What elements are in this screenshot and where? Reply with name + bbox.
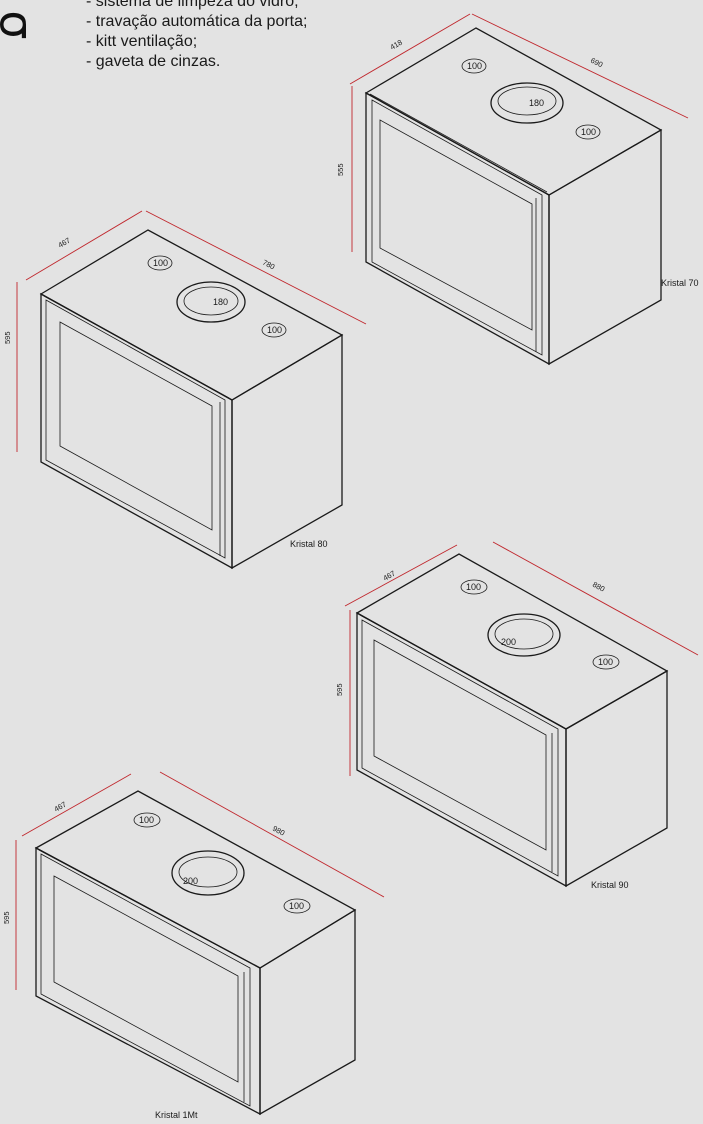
- stove-front-face: [356, 611, 567, 888]
- vent-size-label: 100: [267, 325, 282, 335]
- vent-size-label: 100: [466, 582, 481, 592]
- vent-size-label: 100: [467, 61, 482, 71]
- feature-item: - gaveta de cinzas.: [86, 53, 221, 70]
- feature-item: - travação automática da porta;: [86, 13, 308, 30]
- stove-door: [45, 299, 226, 559]
- vent-size-label: 100: [139, 815, 154, 825]
- stove-door: [361, 619, 559, 877]
- stove-side-face: [259, 908, 356, 1116]
- stove-glass: [59, 321, 213, 531]
- depth-dimension-line: [25, 210, 143, 281]
- stove-glass: [379, 119, 533, 331]
- vent-size-label: 100: [289, 901, 304, 911]
- model-label: Kristal 1Mt: [155, 1110, 198, 1120]
- main-flue-outlet: [171, 850, 245, 896]
- vent-outlet: [283, 898, 311, 914]
- flue-size-label: 180: [529, 98, 544, 108]
- feature-item: - kitt ventilação;: [86, 33, 198, 50]
- stove-front-face: [40, 292, 233, 570]
- width-dimension-label: 780: [261, 258, 276, 272]
- vent-size-label: 100: [598, 657, 613, 667]
- height-dimension-label: 595: [335, 683, 344, 696]
- vent-size-label: 100: [581, 127, 596, 137]
- depth-dimension-label: 467: [57, 236, 72, 250]
- feature-list: - sistema de limpeza do vidro; - travaçã…: [86, 0, 307, 72]
- width-dimension-line: [145, 210, 367, 325]
- stove-glass: [373, 639, 547, 851]
- width-dimension-line: [471, 13, 689, 119]
- height-dimension-label: 555: [336, 163, 345, 176]
- stove-drawing-kristal-80: 100 100 180 467 780 595 Kristal 80: [3, 210, 367, 570]
- main-flue-outlet: [487, 613, 561, 657]
- depth-dimension-line: [21, 773, 132, 837]
- depth-dimension-label: 467: [382, 569, 397, 583]
- depth-dimension-line: [349, 13, 471, 85]
- flue-size-label: 180: [213, 297, 228, 307]
- vent-outlet: [147, 255, 173, 271]
- stove-door: [371, 99, 543, 356]
- height-dimension-label: 595: [2, 911, 11, 924]
- vent-outlet: [461, 58, 487, 74]
- vent-size-label: 100: [153, 258, 168, 268]
- model-label: Kristal 70: [661, 278, 699, 288]
- depth-dimension-line: [344, 544, 458, 607]
- stove-door: [40, 853, 251, 1107]
- stove-drawing-kristal-1mt: 100 100 200 467 980 595 Kristal 1Mt: [2, 771, 385, 1120]
- stove-side-face: [565, 669, 668, 888]
- stove-top-face: [364, 27, 663, 196]
- height-dimension-label: 595: [3, 331, 12, 344]
- model-label: Kristal 90: [591, 880, 629, 890]
- width-dimension-line: [492, 541, 699, 656]
- stove-glass: [53, 875, 239, 1083]
- vent-outlet: [592, 654, 620, 670]
- depth-dimension-label: 418: [389, 38, 404, 52]
- feature-item: - sistema de limpeza do vidro;: [86, 0, 299, 10]
- vent-outlet: [261, 322, 287, 338]
- width-dimension-label: 690: [589, 56, 604, 70]
- main-flue-outlet: [490, 82, 564, 124]
- width-dimension-line: [159, 771, 385, 898]
- model-label: Kristal 80: [290, 539, 328, 549]
- vent-outlet: [133, 812, 161, 828]
- vent-outlet: [460, 579, 488, 595]
- stove-side-face: [231, 333, 343, 570]
- stove-drawing-kristal-90: 100 100 200 467 880 595 Kristal 90: [335, 541, 699, 890]
- vent-outlet: [575, 124, 601, 140]
- flue-size-label: 200: [183, 876, 198, 886]
- stove-top-face: [39, 229, 344, 401]
- stove-front-face: [365, 91, 550, 366]
- stove-side-face: [548, 128, 662, 366]
- flue-size-label: 200: [501, 637, 516, 647]
- main-flue-outlet: [176, 281, 246, 323]
- stove-front-face: [35, 846, 261, 1116]
- stove-drawing-kristal-70: 100 100 180 418 690 555 Kristal 70: [336, 13, 699, 366]
- width-dimension-label: 880: [591, 580, 606, 594]
